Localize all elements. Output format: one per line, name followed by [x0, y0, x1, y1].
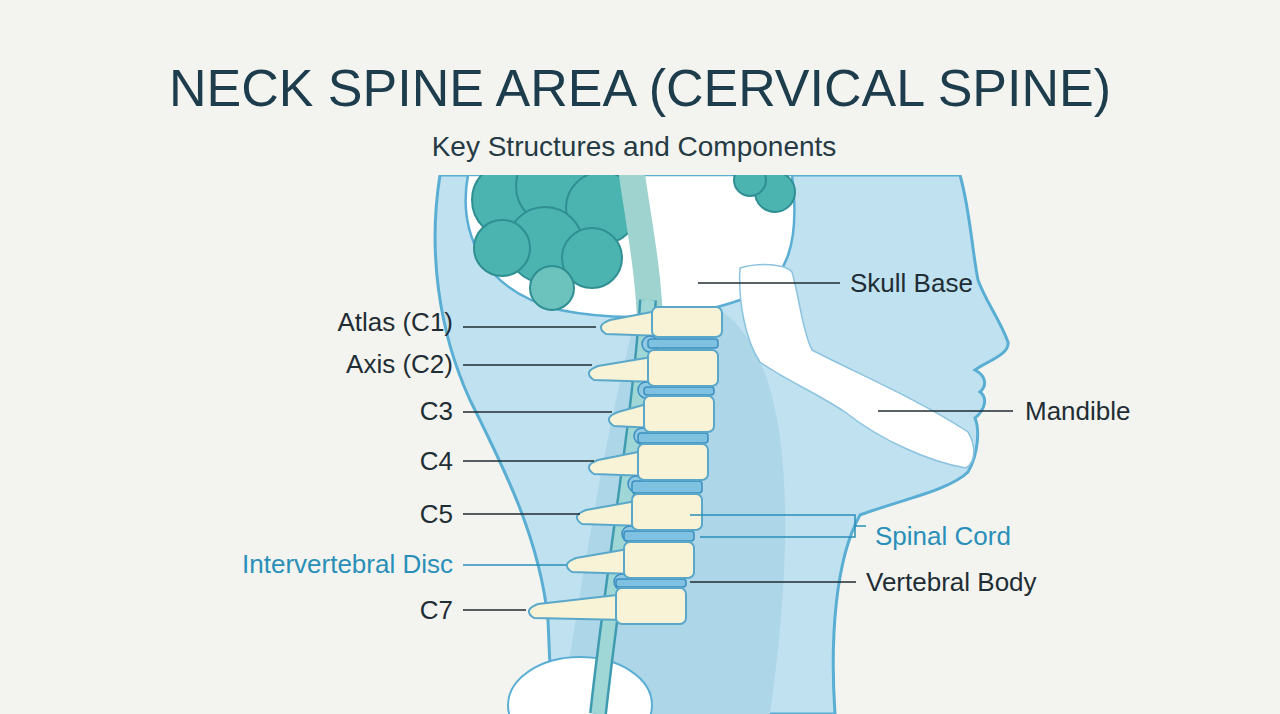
title-text: NECK SPINE AREA (CERVICAL SPINE): [0, 58, 1280, 118]
part-label: Spinal Cord: [875, 522, 1011, 551]
head-outline: [435, 175, 1008, 714]
vertebra-label: C5: [420, 500, 453, 529]
part-label: Vertebral Body: [866, 568, 1037, 597]
intervertebral-discs: [616, 339, 718, 587]
vertebra-label: C4: [420, 447, 453, 476]
vertebra-label: Axis (C2): [346, 350, 453, 379]
vertebra-label: Atlas (C1): [337, 308, 453, 337]
chest-cavity: [508, 657, 652, 714]
blue-leader-lines: [463, 515, 866, 565]
part-label: Mandible: [1025, 397, 1131, 426]
mandible-bone: [740, 265, 974, 468]
spinal-cord-bracket: [690, 515, 866, 537]
neck-inner: [560, 300, 785, 714]
part-label: Skull Base: [850, 269, 973, 298]
head-figure: [435, 175, 1008, 714]
vertebra-label: C3: [420, 397, 453, 426]
part-label: Intervertebral Disc: [242, 550, 453, 579]
vertebra-label: C7: [420, 596, 453, 625]
brainstem: [632, 175, 650, 320]
leader-lines: [463, 283, 1013, 610]
subtitle-text: Key Structures and Components: [0, 132, 1274, 163]
vertebral-bodies: [616, 307, 722, 624]
